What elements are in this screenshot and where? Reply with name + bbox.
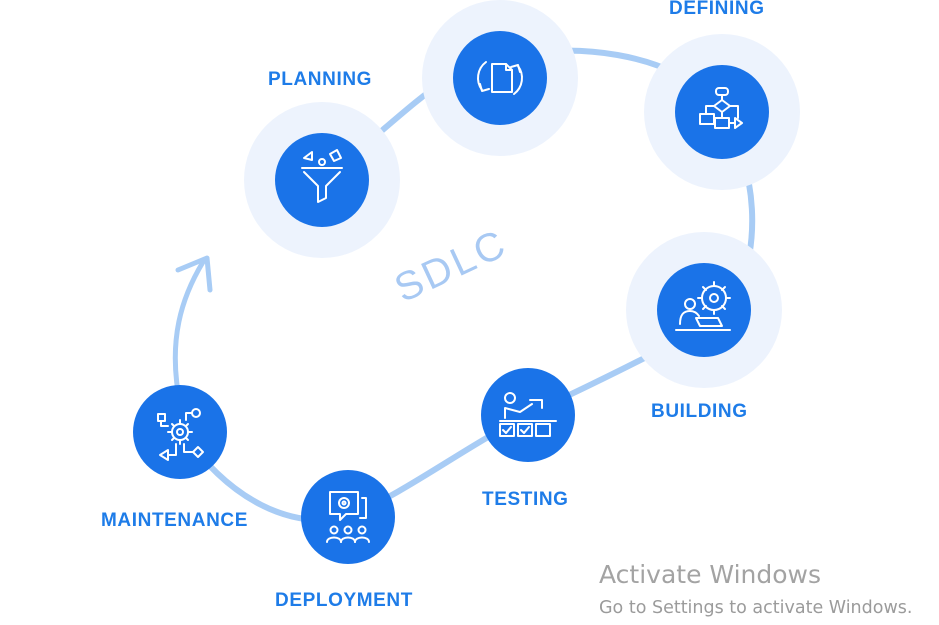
watermark-subtitle[interactable]: Go to Settings to activate Windows. (599, 598, 913, 618)
stage-label-deployment: DEPLOYMENT (275, 590, 413, 611)
chat-gear-team-icon (326, 491, 370, 543)
testing-node (481, 368, 575, 462)
funnel-icon (301, 149, 343, 203)
maintenance-node (133, 385, 227, 479)
analysis-node (453, 31, 547, 125)
stage-label-testing: TESTING (482, 489, 569, 510)
flowchart-icon (699, 87, 743, 129)
process-gear-icon (157, 408, 204, 461)
developer-gear-icon (675, 281, 731, 331)
return-arrow-head (175, 255, 213, 293)
stage-label-building: BUILDING (651, 401, 748, 422)
watermark-title: Activate Windows (599, 560, 821, 589)
return-arrow (172, 259, 206, 395)
stage-label-maintenance: MAINTENANCE (101, 510, 248, 531)
deployment-node (301, 470, 395, 564)
building-node (657, 263, 751, 357)
tester-checklist-icon (499, 392, 557, 437)
stage-label-defining: DEFINING (669, 0, 765, 19)
document-cycle-icon (477, 61, 523, 95)
planning-node (275, 133, 369, 227)
stage-label-planning: PLANNING (268, 69, 373, 90)
